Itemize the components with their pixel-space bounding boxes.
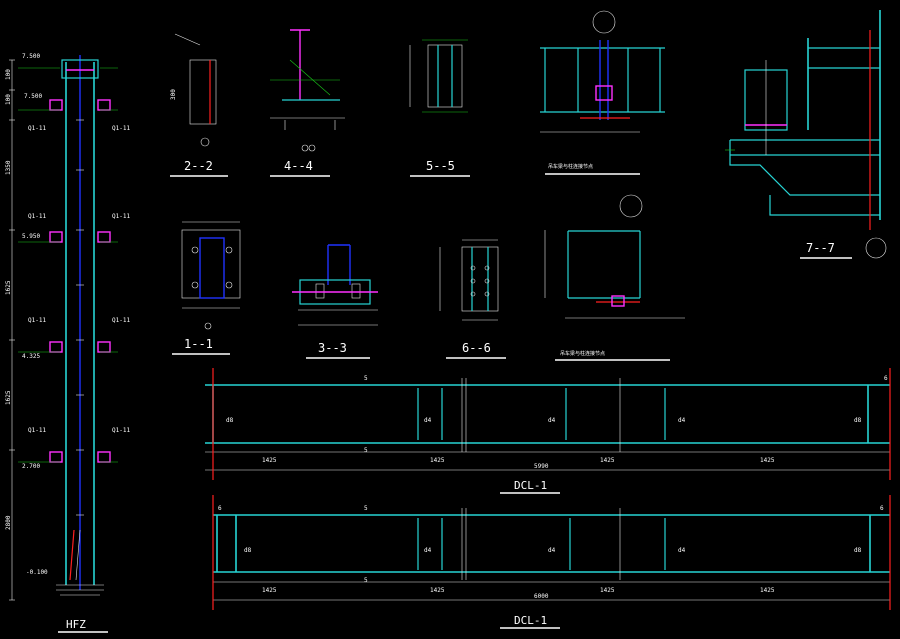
beam1-span-2: 1425 [430,457,445,464]
beam2-cut-6-left: 6 [218,505,222,512]
column-title: HFZ [66,618,86,631]
elevation-4: 4.325 [22,353,40,360]
section-5-5-label: 5--5 [426,159,455,173]
crane-node-detail-2: 吊车梁与柱连接节点 [544,194,685,361]
gusset-label-2: Q1-11 [112,125,130,132]
gusset-label-7: Q1-11 [28,427,46,434]
beam1-mark-4: d4 [678,417,686,424]
elevation-2: 7.500 [24,93,42,100]
beam1-mark-1: d8 [226,417,234,424]
beam1-span-1: 1425 [262,457,277,464]
beam2-cut-5-top: 5 [364,505,368,512]
section-2-2-label: 2--2 [184,159,213,173]
elevation-1: 7.500 [22,53,40,60]
section-6-6-drawing: 6--6 [439,239,506,359]
col-dim-1: 100 [5,69,12,80]
column-elevation [9,55,118,601]
col-dim-5: 1625 [5,390,12,405]
gusset-label-4: Q1-11 [112,213,130,220]
gusset-label-5: Q1-11 [28,317,46,324]
elevation-5: 2.700 [22,463,40,470]
col-dim-4: 1625 [5,280,12,295]
beam2-total: 6000 [534,593,549,600]
node-note-2: 吊车梁与柱连接节点 [560,350,605,357]
beam2-mark-4: d4 [678,547,686,554]
section-2-2-drawing: 300 2--2 [170,33,228,177]
elevation-6: -0.100 [26,569,48,576]
crane-node-detail-1: 吊车梁与柱连接节点 [540,10,665,175]
beam-1-title: DCL-1 [514,479,547,492]
beam-2-elevation: 1425 1425 1425 1425 6000 5 5 6 6 d8 d4 d… [212,495,891,629]
beam1-cut-5-bottom: 5 [364,447,368,454]
beam2-span-3: 1425 [600,587,615,594]
beam2-span-4: 1425 [760,587,775,594]
section-1-1-label: 1--1 [184,337,213,351]
gusset-label-6: Q1-11 [112,317,130,324]
beam1-span-4: 1425 [760,457,775,464]
section-7-7-drawing: 7--7 [725,10,887,259]
beam2-mark-1: d8 [244,547,252,554]
section-3-3-label: 3--3 [318,341,347,355]
section-7-7-label: 7--7 [806,241,835,255]
col-dim-6: 2800 [5,515,12,530]
svg-text:300: 300 [170,89,177,100]
beam2-cut-5-bottom: 5 [364,577,368,584]
beam1-cut-5-top: 5 [364,375,368,382]
beam1-mark-2: d4 [424,417,432,424]
gusset-label-1: Q1-11 [28,125,46,132]
beam1-span-3: 1425 [600,457,615,464]
section-5-5-drawing: 5--5 [409,39,470,177]
beam2-span-2: 1425 [430,587,445,594]
beam-1-elevation: 1425 1425 1425 1425 5990 5 5 6 d8 d4 d4 … [205,368,891,494]
col-dim-2: 100 [5,94,12,105]
section-6-6-label: 6--6 [462,341,491,355]
col-dim-3: 1350 [5,160,12,175]
beam2-mark-5: d8 [854,547,862,554]
section-1-1-drawing: 1--1 [172,221,241,355]
elevation-3: 5.950 [22,233,40,240]
section-4-4-drawing: 4--4 [270,29,345,177]
beam2-cut-6-right: 6 [880,505,884,512]
column-labels: 7.500 7.500 5.950 4.325 2.700 -0.100 100… [5,53,130,633]
beam-2-title: DCL-1 [514,614,547,627]
beam1-cut-6: 6 [884,375,888,382]
section-4-4-label: 4--4 [284,159,313,173]
beam1-mark-3: d4 [548,417,556,424]
beam2-span-1: 1425 [262,587,277,594]
section-3-3-drawing: 3--3 [292,244,378,359]
beam2-mark-2: d4 [424,547,432,554]
beam2-mark-3: d4 [548,547,556,554]
beam1-total: 5990 [534,463,549,470]
gusset-label-8: Q1-11 [112,427,130,434]
gusset-label-3: Q1-11 [28,213,46,220]
node-note-1: 吊车梁与柱连接节点 [548,163,593,170]
beam1-mark-5: d8 [854,417,862,424]
